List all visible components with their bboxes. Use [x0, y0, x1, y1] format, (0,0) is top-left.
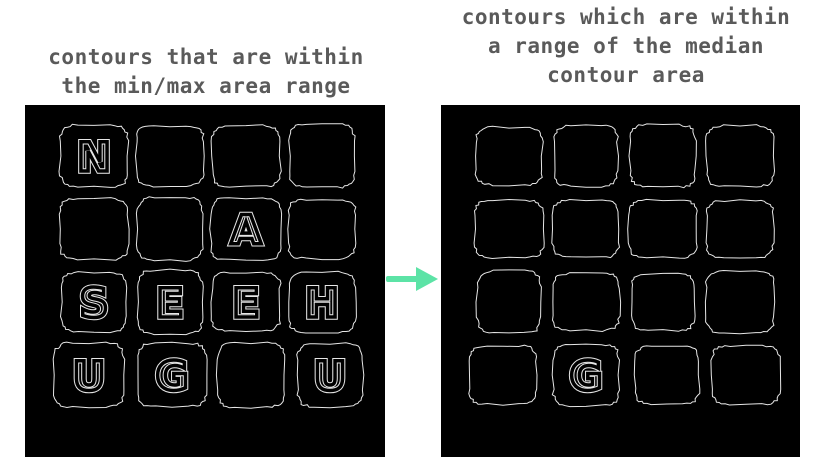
letter-outer-contour: U — [73, 354, 105, 400]
letter-inner-contour: S — [80, 281, 109, 327]
tile-contour — [551, 198, 621, 259]
tile-contour — [551, 272, 622, 333]
letter-outer-contour: A — [231, 208, 262, 254]
tile-contour — [59, 271, 128, 334]
tile-contour — [704, 269, 776, 335]
letter-inner-contour: G — [156, 354, 189, 400]
tile-contour — [631, 272, 696, 332]
letter-contour-h: HH — [303, 278, 342, 330]
letter-inner-contour: E — [156, 281, 183, 327]
tile-contour — [296, 342, 365, 409]
tile-contour — [553, 124, 620, 188]
tile-contour — [52, 341, 126, 409]
tile-contour — [135, 196, 204, 262]
letter-contour-a: AA — [228, 205, 265, 257]
tile-contour — [710, 344, 782, 406]
tile-contour — [468, 344, 538, 406]
letter-inner-contour: A — [231, 208, 262, 254]
right-caption-line-1: contours which are within — [461, 5, 791, 29]
tile-contour — [136, 268, 204, 336]
letter-contour-e: EE — [154, 278, 187, 330]
right-panel-caption: contours which are within a range of the… — [436, 3, 816, 90]
tile-contour — [134, 125, 205, 188]
tile-contour — [58, 197, 130, 261]
tile-contour — [705, 124, 776, 188]
letter-outer-contour: G — [570, 354, 603, 400]
letter-inner-contour: G — [570, 354, 603, 400]
tile-contour — [287, 198, 357, 261]
letter-inner-contour: H — [305, 281, 338, 327]
right-caption-line-3: contour area — [547, 63, 705, 87]
tile-contour — [551, 343, 621, 408]
tile-contour — [475, 269, 542, 334]
letter-contour-s: SS — [77, 278, 111, 330]
tile-contour — [215, 341, 286, 409]
tile-contour — [633, 345, 701, 406]
letter-contour-u: UU — [70, 351, 108, 403]
tile-contour — [210, 271, 282, 333]
tile-contour — [210, 124, 282, 188]
tile-contour — [209, 197, 283, 261]
left-panel-caption: contours that are within the min/max are… — [25, 43, 387, 101]
letter-outer-contour: E — [156, 281, 183, 327]
letter-contour-g: GG — [153, 351, 191, 403]
tile-contour — [628, 123, 697, 189]
letter-outer-contour: E — [232, 281, 259, 327]
tile-contour — [474, 125, 544, 187]
letter-outer-contour: G — [156, 354, 189, 400]
letter-inner-contour: N — [77, 135, 110, 181]
right-contour-image: GG — [468, 123, 782, 408]
letter-outer-contour: H — [305, 281, 338, 327]
right-caption-line-2: a range of the median — [487, 34, 764, 58]
arrow-right-icon — [386, 267, 438, 291]
tile-contour — [58, 123, 130, 188]
letter-contour-e: EE — [230, 278, 263, 330]
letter-contour-u: UU — [311, 351, 349, 403]
letter-contour-g: GG — [567, 351, 605, 403]
letter-inner-contour: U — [73, 354, 105, 400]
letter-outer-contour: U — [314, 354, 346, 400]
tile-contour — [288, 123, 356, 189]
tile-contour — [627, 198, 698, 259]
letter-outer-contour: N — [77, 135, 110, 181]
letter-contour-n: NN — [75, 132, 114, 184]
tile-contour — [705, 199, 775, 259]
tile-contour — [473, 198, 545, 260]
arrow-shaft — [386, 276, 420, 282]
letter-inner-contour: U — [314, 354, 346, 400]
letter-inner-contour: E — [232, 281, 259, 327]
tile-contour — [137, 341, 208, 408]
left-caption-line-2: the min/max area range — [61, 74, 351, 98]
arrow-head — [416, 267, 438, 291]
left-caption-line-1: contours that are within — [48, 45, 364, 69]
letter-outer-contour: S — [80, 281, 109, 327]
tile-contour — [288, 270, 357, 334]
